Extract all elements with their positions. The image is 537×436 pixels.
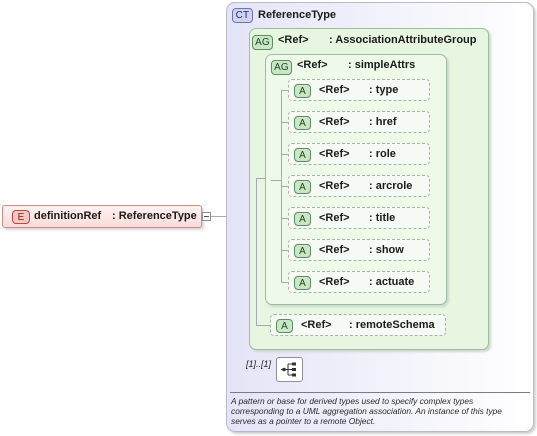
- connector-ag-outer-vertical: [256, 178, 257, 326]
- attribute-remote-schema[interactable]: A <Ref> : remoteSchema: [270, 314, 446, 336]
- attribute-badge: A: [294, 244, 311, 258]
- attribute-ref: <Ref>: [319, 180, 350, 192]
- attribute-ref: <Ref>: [319, 276, 350, 288]
- connector-attr-href: [281, 122, 288, 123]
- attribute-name: : show: [369, 244, 404, 256]
- attribute-actuate[interactable]: A <Ref> : actuate: [288, 271, 430, 293]
- connector-attr-type: [281, 90, 288, 91]
- attribute-role[interactable]: A <Ref> : role: [288, 143, 430, 165]
- documentation-line: corresponding to a UML aggregation assoc…: [231, 406, 502, 416]
- attribute-badge: A: [294, 116, 311, 130]
- attribute-badge: A: [294, 276, 311, 290]
- attribute-ref: <Ref>: [301, 319, 332, 331]
- attribute-ref: <Ref>: [319, 148, 350, 160]
- element-name: definitionRef: [34, 210, 102, 222]
- attribute-name: : actuate: [369, 276, 415, 288]
- attribute-type[interactable]: A <Ref> : type: [288, 79, 430, 101]
- attribute-name: : title: [369, 212, 396, 224]
- attribute-name: : href: [369, 116, 397, 128]
- attribute-group-name: : simpleAttrs: [348, 59, 416, 71]
- connector-to-ag-inner: [256, 178, 266, 179]
- connector-attr-show: [281, 250, 288, 251]
- documentation-line: A pattern or base for derived types used…: [231, 396, 474, 406]
- attribute-badge: A: [294, 212, 311, 226]
- connector-to-remote-schema: [256, 325, 270, 326]
- attribute-group-ref: <Ref>: [278, 34, 309, 46]
- attribute-arcrole[interactable]: A <Ref> : arcrole: [288, 175, 430, 197]
- sequence-compositor[interactable]: [276, 357, 303, 382]
- attribute-ref: <Ref>: [319, 116, 350, 128]
- connector-attr-actuate: [281, 282, 288, 283]
- attribute-name: : type: [369, 84, 399, 96]
- attribute-group-badge: AG: [271, 60, 292, 75]
- documentation-line: serves as a pointer to a remote Object.: [231, 416, 376, 426]
- complex-type-name: ReferenceType: [258, 9, 337, 21]
- documentation-separator: [230, 392, 530, 393]
- element-definition-ref[interactable]: E definitionRef : ReferenceType: [2, 205, 202, 228]
- attribute-ref: <Ref>: [319, 244, 350, 256]
- element-badge: E: [12, 210, 30, 224]
- attribute-title[interactable]: A <Ref> : title: [288, 207, 430, 229]
- connector-inner-stub: [271, 180, 281, 181]
- attribute-name: : arcrole: [369, 180, 413, 192]
- element-type: : ReferenceType: [112, 210, 197, 222]
- attribute-href[interactable]: A <Ref> : href: [288, 111, 430, 133]
- documentation: A pattern or base for derived types used…: [231, 396, 533, 426]
- sequence-icon: [281, 362, 296, 377]
- attribute-name: : remoteSchema: [349, 319, 435, 331]
- connector-attr-role: [281, 154, 288, 155]
- attribute-ref: <Ref>: [319, 84, 350, 96]
- occurrence-label: [1]..[1]: [246, 359, 272, 369]
- connector-attr-arcrole: [281, 186, 288, 187]
- connector-attr-title: [281, 218, 288, 219]
- attribute-show[interactable]: A <Ref> : show: [288, 239, 430, 261]
- attribute-group-name: : AssociationAttributeGroup: [329, 34, 477, 46]
- attribute-badge: A: [294, 148, 311, 162]
- collapse-toggle-icon[interactable]: [202, 212, 211, 221]
- attribute-badge: A: [294, 84, 311, 98]
- attribute-badge: A: [294, 180, 311, 194]
- attribute-group-ref: <Ref>: [297, 59, 328, 71]
- complex-type-badge: CT: [232, 8, 253, 23]
- attribute-ref: <Ref>: [319, 212, 350, 224]
- connector-element-to-ct: [210, 216, 236, 217]
- attribute-name: : role: [369, 148, 396, 160]
- attribute-badge: A: [276, 319, 293, 333]
- attribute-group-badge: AG: [252, 35, 273, 50]
